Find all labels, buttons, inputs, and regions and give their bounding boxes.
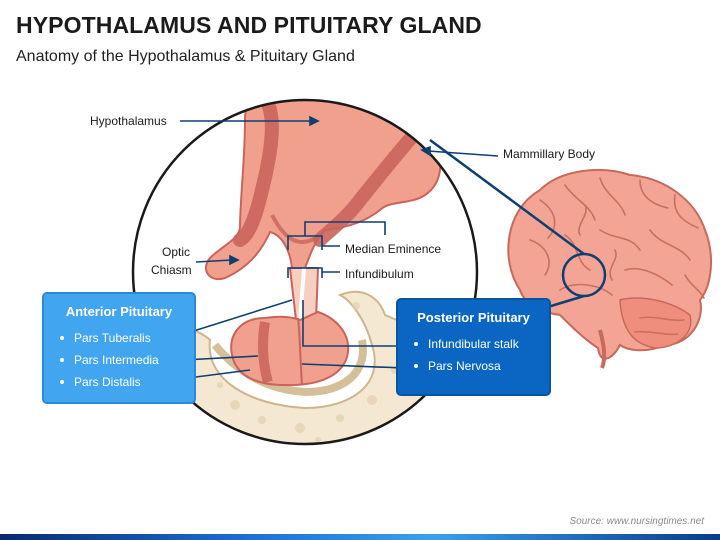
footer-gradient-bar [0, 534, 720, 540]
label-hypothalamus: Hypothalamus [90, 114, 167, 128]
anterior-pituitary-title: Anterior Pituitary [65, 304, 173, 319]
label-optic: Optic [162, 245, 191, 259]
posterior-pituitary-title: Posterior Pituitary [417, 310, 530, 325]
list-item: Pars Intermedia [60, 349, 194, 371]
posterior-pituitary-list: Infundibular stalk Pars Nervosa [398, 333, 549, 377]
label-median-eminence: Median Eminence [345, 242, 442, 256]
brain-illustration [507, 169, 712, 369]
anterior-pituitary-list: Pars Tuberalis Pars Intermedia Pars Dist… [44, 327, 194, 393]
source-citation: Source: www.nursingtimes.net [569, 516, 704, 527]
list-item: Pars Distalis [60, 371, 194, 393]
list-item: Pars Nervosa [414, 355, 549, 377]
list-item: Infundibular stalk [414, 333, 549, 355]
page-subtitle: Anatomy of the Hypothalamus & Pituitary … [16, 48, 355, 65]
label-chiasm: Chiasm [151, 263, 192, 277]
page-title: HYPOTHALAMUS AND PITUITARY GLAND [16, 12, 482, 38]
anterior-pituitary-box: Anterior Pituitary Pars Tuberalis Pars I… [42, 292, 196, 404]
list-item: Pars Tuberalis [60, 327, 194, 349]
label-infundibulum: Infundibulum [345, 267, 414, 281]
pituitary-body [230, 310, 350, 387]
label-mammillary-body: Mammillary Body [503, 147, 596, 161]
posterior-pituitary-box: Posterior Pituitary Infundibular stalk P… [396, 298, 551, 396]
